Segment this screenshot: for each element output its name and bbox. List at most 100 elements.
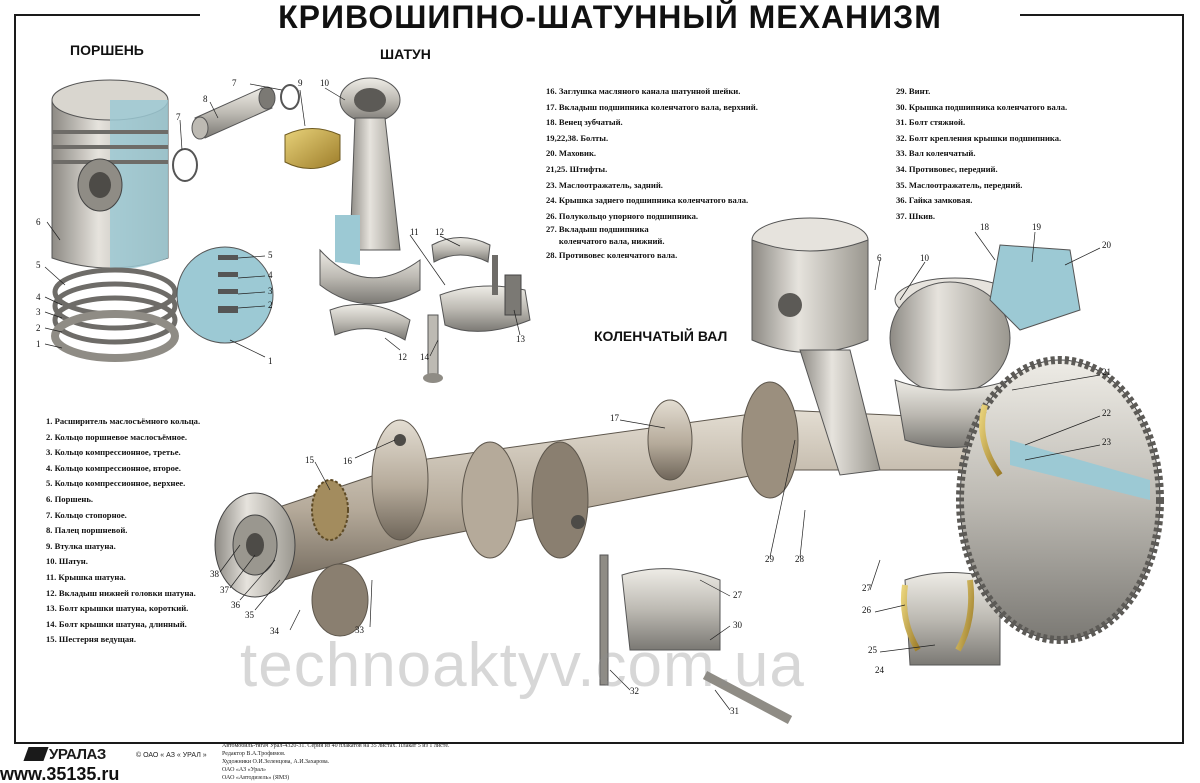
credit-line: ОАО «АЗ «Урал»: [222, 767, 267, 773]
legend-item: 17. Вкладыш подшипника коленчатого вала,…: [546, 101, 758, 112]
callout-35: 35: [245, 610, 254, 620]
flywheel: [956, 244, 1164, 644]
callout-6: 6: [36, 217, 41, 227]
legend-item: 28. Противовес коленчатого вала.: [546, 250, 678, 261]
leader-lines: [44, 83, 1101, 711]
uralaz-logo-icon: [23, 747, 49, 761]
callout-31: 31: [730, 706, 739, 716]
legend-item: 1. Расширитель маслосъёмного кольца.: [46, 416, 201, 426]
callout-28: 28: [795, 554, 804, 564]
legend-item: 15. Шестерня ведущая.: [46, 634, 136, 645]
callout-detail-2: 2: [268, 300, 273, 310]
callout-18: 18: [980, 222, 989, 232]
section-piston-title: ПОРШЕНЬ: [70, 42, 144, 58]
legend-item: 20. Маховик.: [546, 148, 597, 159]
legend-item: коленчатого вала, нижний.: [546, 236, 665, 247]
legend-item: 6. Поршень.: [46, 493, 94, 504]
legend-item: 30. Крышка подшипника коленчатого вала.: [896, 101, 1068, 112]
legend-item: 13. Болт крышки шатуна, короткий.: [46, 603, 189, 614]
legend-item: 37. Шкив.: [896, 210, 936, 221]
legend-item: 21,25. Штифты.: [546, 163, 608, 174]
copyright: © ОАО « АЗ « УРАЛ »: [136, 752, 207, 759]
legend-item: 8. Палец поршневой.: [46, 525, 128, 536]
callout-8: 8: [203, 94, 208, 104]
piston-cutaway: [51, 79, 169, 270]
callout-1: 1: [36, 339, 41, 349]
callout-12b: 12: [398, 352, 407, 362]
legend-item: 2. Кольцо поршневое маслосъёмное.: [46, 431, 187, 442]
credit-line: Автомобиль-тягач Урал-4320-31. Серия из …: [222, 743, 450, 749]
credit-line: Художники О.И.Зеленцова, А.И.Захарова.: [222, 759, 330, 765]
credit-line: Редактор В.А.Трофимов.: [222, 751, 286, 757]
callout-2: 2: [36, 323, 41, 333]
legend-item: 29. Винт.: [896, 86, 931, 96]
legend-item: 14. Болт крышки шатуна, длинный.: [46, 618, 187, 629]
legend-item: 5. Кольцо компрессионное, верхнее.: [46, 478, 186, 489]
callout-detail-4: 4: [268, 270, 273, 280]
callout-6b: 6: [877, 253, 882, 263]
callout-27: 27: [733, 590, 742, 600]
logo-text: УРАЛАЗ: [49, 745, 106, 763]
legend-item: 11. Крышка шатуна.: [46, 571, 126, 582]
legend-item: 16. Заглушка масляного канала шатунной ш…: [546, 86, 741, 96]
callout-23: 23: [1102, 437, 1111, 447]
callout-detail-1: 1: [268, 356, 273, 366]
legend-item: 7. Кольцо стопорное.: [46, 509, 127, 520]
legend-middle: 16. Заглушка масляного канала шатунной ш…: [546, 84, 758, 264]
callout-34: 34: [270, 626, 279, 636]
legend-item: 9. Втулка шатуна.: [46, 540, 116, 551]
connecting-rod: [319, 77, 421, 341]
callout-27b: 27: [862, 583, 871, 593]
legend-item: 31. Болт стяжной.: [896, 117, 966, 128]
callout-38: 38: [210, 569, 219, 579]
callout-19: 19: [1032, 222, 1041, 232]
website-link[interactable]: www.35135.ru: [0, 764, 120, 783]
legend-item: 4. Кольцо компрессионное, второе.: [46, 462, 181, 473]
legend-item: 10. Шатун.: [46, 556, 88, 567]
legend-right: 29. Винт. 30. Крышка подшипника коленчат…: [896, 84, 1067, 224]
rod-cap: [423, 237, 531, 383]
callout-detail-5: 5: [268, 250, 273, 260]
callout-25: 25: [868, 645, 877, 655]
legend-item: 32. Болт крепления крышки подшипника.: [896, 132, 1062, 143]
callout-7a: 7: [232, 78, 237, 88]
callout-10: 10: [320, 78, 329, 88]
legend-item: 34. Противовес, передний.: [896, 163, 998, 174]
legend-item: 18. Венец зубчатый.: [546, 117, 623, 128]
piston-rings: [51, 267, 179, 362]
callout-3: 3: [36, 307, 41, 317]
ring-groove-detail: [176, 246, 274, 344]
callout-33: 33: [355, 625, 364, 635]
callout-10b: 10: [920, 253, 929, 263]
callout-26: 26: [862, 605, 871, 615]
crankshaft: [239, 381, 1001, 637]
callout-4: 4: [36, 292, 41, 302]
legend-item: 19,22,38. Болты.: [546, 132, 609, 143]
legend-item: 27. Вкладыш подшипника: [546, 224, 649, 235]
callout-37: 37: [220, 585, 229, 595]
uralaz-logo: УРАЛАЗ: [23, 745, 106, 763]
callout-9: 9: [298, 78, 303, 88]
callout-29: 29: [765, 554, 774, 564]
legend-item: 12. Вкладыш нижней головки шатуна.: [46, 587, 196, 598]
section-crankshaft-title: КОЛЕНЧАТЫЙ ВАЛ: [594, 328, 728, 344]
poster-title: КРИВОШИПНО-ШАТУННЫЙ МЕХАНИЗМ: [200, 0, 1020, 34]
legend-left: 1. Расширитель маслосъёмного кольца. 2. …: [46, 414, 200, 648]
callout-5: 5: [36, 260, 41, 270]
callout-15: 15: [305, 455, 314, 465]
section-rod-title: ШАТУН: [380, 46, 431, 62]
credit-line: ОАО «Автодизель» (ЯМЗ): [222, 775, 290, 781]
callout-detail-3: 3: [268, 286, 273, 296]
callout-32: 32: [630, 686, 639, 696]
callout-14: 14: [420, 352, 429, 362]
callout-17: 17: [610, 413, 619, 423]
main-bearing-caps: [599, 554, 1001, 724]
legend-item: 24. Крышка заднего подшипника коленчатог…: [546, 195, 749, 206]
legend-item: 35. Маслоотражатель, передний.: [896, 179, 1023, 190]
callout-21: 21: [1102, 367, 1111, 377]
callout-22: 22: [1102, 408, 1111, 418]
callout-24: 24: [875, 665, 884, 675]
legend-item: 23. Маслоотражатель, задний.: [546, 179, 663, 190]
